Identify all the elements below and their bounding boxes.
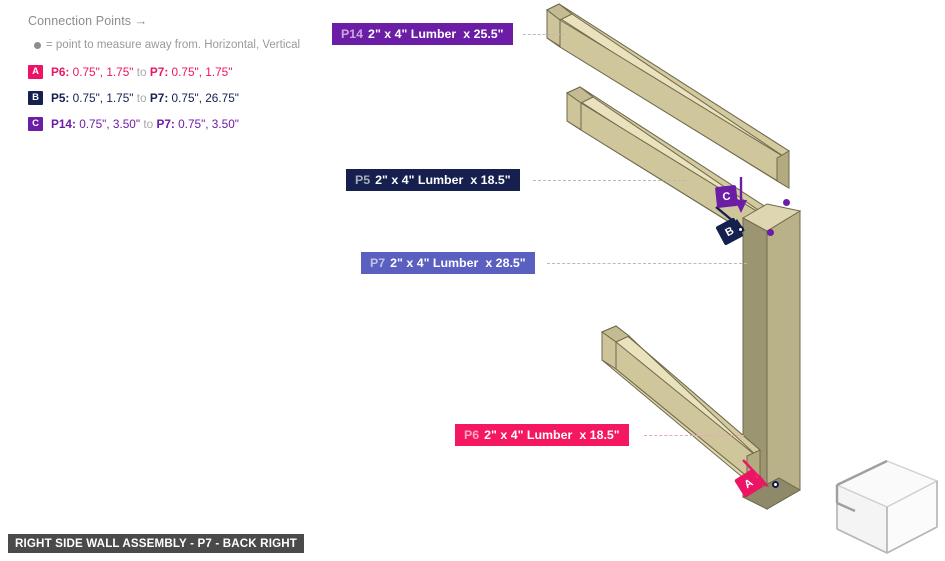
callout-p7[interactable]: P7 2" x 4" Lumber x 28.5" bbox=[361, 252, 535, 274]
leader-line-p5 bbox=[533, 180, 686, 181]
measure-point-a-ring bbox=[772, 481, 779, 488]
callout-p14[interactable]: P14 2" x 4" Lumber x 25.5" bbox=[332, 23, 513, 45]
assembly-title-bar: RIGHT SIDE WALL ASSEMBLY - P7 - BACK RIG… bbox=[8, 534, 304, 553]
assembly-thumbnail[interactable] bbox=[825, 447, 943, 559]
connection-point-row-b: B P5: 0.75", 1.75" to P7: 0.75", 26.75" bbox=[28, 91, 358, 105]
connection-text-a: P6: 0.75", 1.75" to P7: 0.75", 1.75" bbox=[51, 65, 232, 79]
connection-badge-a: A bbox=[28, 65, 43, 79]
callout-p6-qty: x 18.5" bbox=[579, 428, 620, 442]
connection-points-panel: Connection Points → = point to measure a… bbox=[28, 14, 358, 143]
connection-c-to-part: P7: bbox=[156, 117, 175, 131]
connection-points-note: = point to measure away from. Horizontal… bbox=[34, 39, 358, 51]
callout-p14-qty: x 25.5" bbox=[463, 27, 504, 41]
measure-point-dot-icon bbox=[34, 41, 41, 49]
connection-text-b: P5: 0.75", 1.75" to P7: 0.75", 26.75" bbox=[51, 91, 239, 105]
connection-a-to-coords: 0.75", 1.75" bbox=[168, 65, 233, 79]
connection-points-note-text: = point to measure away from. Horizontal… bbox=[46, 39, 301, 51]
lumber-p5-mid-beam bbox=[565, 86, 791, 260]
assembly-title-text: RIGHT SIDE WALL ASSEMBLY - P7 - BACK RIG… bbox=[15, 537, 297, 550]
model-marker-b-label: B bbox=[723, 224, 736, 239]
measure-point-mid-right bbox=[767, 229, 774, 236]
measure-point-top-right bbox=[783, 199, 790, 206]
callout-p14-desc: 2" x 4" Lumber bbox=[368, 27, 457, 41]
leader-line-p6 bbox=[644, 435, 744, 436]
callout-p5[interactable]: P5 2" x 4" Lumber x 18.5" bbox=[346, 169, 520, 191]
callout-p5-id: P5 bbox=[355, 173, 371, 187]
callout-p7-desc: 2" x 4" Lumber bbox=[390, 256, 479, 270]
leader-line-p7 bbox=[547, 263, 747, 264]
callout-p6-id: P6 bbox=[464, 428, 480, 442]
connection-a-from-part: P6: bbox=[51, 65, 70, 79]
connection-a-to-word: to bbox=[133, 65, 150, 79]
lumber-p7-vertical-post bbox=[741, 203, 802, 510]
leader-line-p14 bbox=[523, 34, 565, 35]
connection-points-heading: Connection Points → bbox=[28, 14, 148, 28]
model-marker-a: A bbox=[734, 469, 763, 498]
callout-p7-qty: x 28.5" bbox=[485, 256, 526, 270]
connection-point-row-a: A P6: 0.75", 1.75" to P7: 0.75", 1.75" bbox=[28, 65, 358, 79]
lumber-p6-lower-beam bbox=[600, 325, 761, 489]
callout-p6[interactable]: P6 2" x 4" Lumber x 18.5" bbox=[455, 424, 629, 446]
measure-point-b-ring bbox=[737, 226, 744, 233]
connection-b-from-coords: 0.75", 1.75" bbox=[69, 91, 134, 105]
connection-a-to-part: P7: bbox=[149, 65, 169, 79]
callout-p5-desc: 2" x 4" Lumber bbox=[375, 173, 464, 187]
model-marker-c-label: C bbox=[721, 190, 732, 203]
connection-badge-b: B bbox=[28, 91, 43, 105]
connection-badge-c: C bbox=[28, 117, 43, 131]
connection-b-to-word: to bbox=[133, 91, 150, 105]
model-marker-c: C bbox=[714, 184, 739, 209]
connection-b-to-part: P7: bbox=[149, 91, 169, 105]
callout-p7-id: P7 bbox=[370, 256, 386, 270]
connection-c-to-coords: 0.75", 3.50" bbox=[174, 117, 239, 131]
connection-text-c: P14: 0.75", 3.50" to P7: 0.75", 3.50" bbox=[51, 117, 239, 131]
model-marker-a-label: A bbox=[741, 476, 756, 491]
callout-p6-desc: 2" x 4" Lumber bbox=[484, 428, 573, 442]
connection-c-from-part: P14: bbox=[51, 117, 76, 131]
lumber-p14-top-beam bbox=[545, 3, 790, 189]
connection-b-from-part: P5: bbox=[51, 91, 70, 105]
connection-c-from-coords: 0.75", 3.50" bbox=[75, 117, 141, 131]
connection-a-from-coords: 0.75", 1.75" bbox=[69, 65, 134, 79]
connection-b-to-coords: 0.75", 26.75" bbox=[168, 91, 239, 105]
callout-p5-qty: x 18.5" bbox=[470, 173, 511, 187]
connection-c-to-word: to bbox=[140, 117, 157, 131]
connection-point-row-c: C P14: 0.75", 3.50" to P7: 0.75", 3.50" bbox=[28, 117, 358, 131]
callout-p14-id: P14 bbox=[341, 27, 364, 41]
